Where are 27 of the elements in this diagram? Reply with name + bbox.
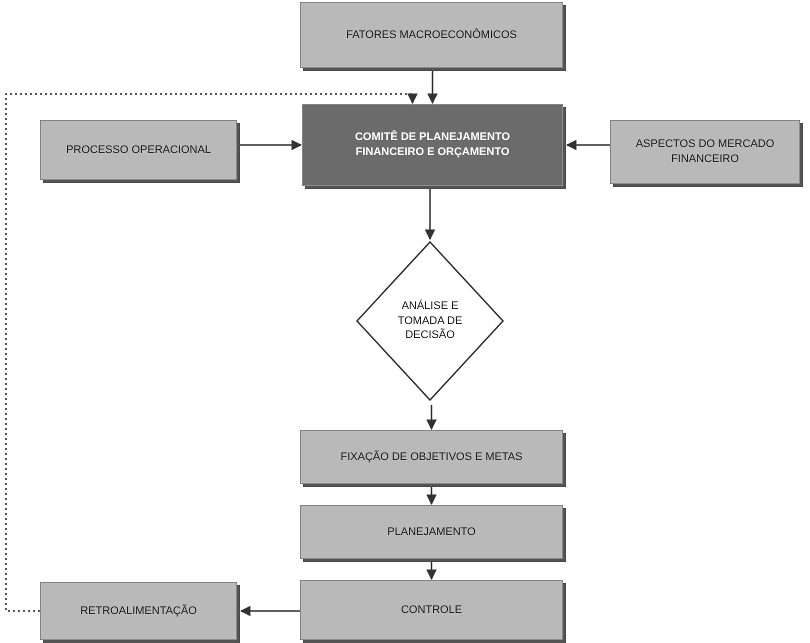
arrow [426, 405, 437, 430]
arrow [424, 189, 436, 240]
arrow [426, 487, 437, 506]
box-label: FATORES MACROECONÔMICOS [345, 28, 518, 42]
decision-diamond [355, 240, 505, 402]
box-label: COMITÊ DE PLANEJAMENTO FINANCEIRO E ORÇAMENTO [354, 130, 512, 160]
box-label: ASPECTOS DO MERCADO FINANCEIRO [634, 137, 776, 167]
process-box [40, 582, 237, 640]
arrow [566, 140, 610, 150]
process-box [300, 580, 563, 640]
arrow [427, 71, 438, 104]
arrow [426, 562, 437, 580]
box-label: PROCESSO OPERACIONAL [65, 142, 212, 158]
process-box [610, 120, 800, 184]
box-label: PLANEJAMENTO [386, 524, 477, 540]
arrow [240, 606, 300, 616]
feedback-arrow [5, 93, 418, 612]
process-box [302, 104, 563, 186]
box-label: CONTROLE [400, 602, 464, 618]
process-box [300, 430, 563, 484]
box-label: FIXAÇÃO DE OBJETIVOS E METAS [340, 450, 524, 464]
process-box [40, 120, 237, 180]
arrow [240, 140, 302, 150]
process-box [300, 2, 563, 68]
box-label: RETROALIMENTAÇÃO [79, 604, 198, 618]
process-box [300, 505, 563, 559]
box-label: ANÁLISE E TOMADA DE DECISÃO [396, 298, 464, 344]
